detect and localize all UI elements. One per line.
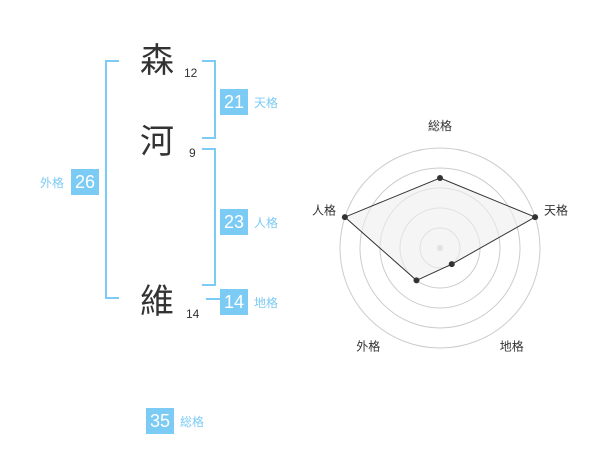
radar-axis-label-0: 総格	[428, 118, 452, 133]
tenkaku-score: 21	[220, 89, 248, 115]
radar-point-2	[448, 261, 455, 268]
gaikaku-bracket	[105, 60, 119, 299]
tenkaku-bracket	[202, 60, 216, 139]
radar-axis-label-3: 外格	[356, 339, 380, 354]
jinkaku-bracket	[202, 148, 216, 286]
radar-axis-label-1: 天格	[544, 202, 568, 217]
radar-point-1	[532, 214, 539, 221]
chikaku-score: 14	[220, 289, 248, 315]
jinkaku-score: 23	[220, 209, 248, 235]
name-char-1: 森	[140, 41, 174, 81]
radar-point-0	[437, 175, 443, 181]
radar-point-3	[413, 277, 420, 284]
soukaku-score: 35	[146, 408, 174, 434]
gaikaku-score: 26	[71, 169, 99, 195]
chikaku-label: 地格	[254, 296, 279, 310]
stroke-count-1: 12	[184, 66, 198, 80]
radar-series-area	[343, 177, 537, 281]
name-char-3: 維	[140, 282, 174, 322]
gaikaku-label: 外格	[40, 176, 65, 190]
tenkaku-label: 天格	[254, 96, 279, 110]
stroke-count-3: 14	[186, 307, 200, 321]
stroke-count-2: 9	[189, 146, 196, 160]
soukaku-label: 総格	[180, 415, 205, 429]
name-char-2: 河	[140, 122, 174, 162]
radar-axis-label-4: 人格	[312, 202, 336, 217]
radar-ring-5	[339, 147, 541, 349]
chikaku-connector	[206, 298, 220, 300]
radar-point-4	[341, 214, 348, 221]
jinkaku-label: 人格	[254, 216, 279, 230]
radar-axis-label-2: 地格	[500, 339, 524, 354]
radar-ring-4	[359, 167, 521, 329]
